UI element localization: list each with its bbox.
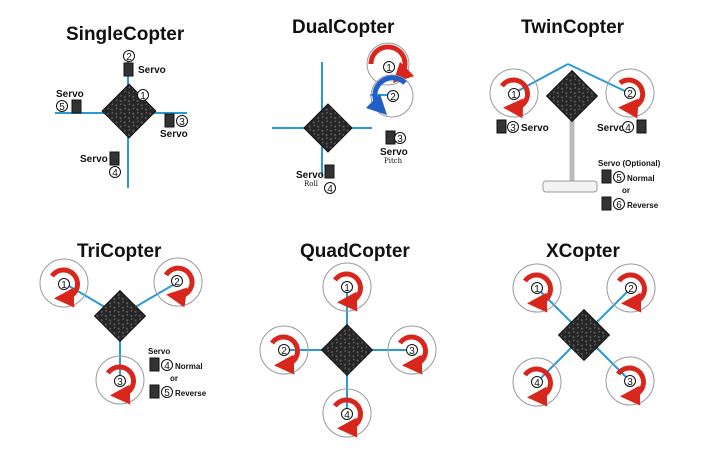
controller-board-icon xyxy=(320,323,374,377)
controller-board-icon xyxy=(545,69,599,123)
svg-text:5: 5 xyxy=(59,102,65,113)
rotor-cw-icon xyxy=(397,334,428,375)
svg-text:4: 4 xyxy=(344,410,350,421)
svg-text:1: 1 xyxy=(61,280,67,291)
rotor-cw-icon xyxy=(163,265,195,308)
frame-arms xyxy=(513,63,630,94)
rotor-cw-icon xyxy=(616,272,647,313)
svg-text:Servo: Servo xyxy=(80,154,108,165)
rotor-cw-icon xyxy=(522,366,553,407)
servo-number-badge xyxy=(123,50,135,62)
svg-text:Servo: Servo xyxy=(521,123,549,134)
svg-text:Normal: Normal xyxy=(627,174,655,183)
rotor-ccw-icon xyxy=(365,75,407,116)
rotor-cw-icon xyxy=(332,271,363,312)
svg-text:Servo (Optional): Servo (Optional) xyxy=(598,159,661,168)
panel-title: DualCopter xyxy=(292,17,395,38)
svg-text:2: 2 xyxy=(627,89,633,100)
rotor-cw-icon xyxy=(105,364,136,405)
servo-icon xyxy=(496,119,507,134)
controller-board-icon xyxy=(557,308,611,362)
svg-text:or: or xyxy=(170,374,178,383)
svg-text:Servo: Servo xyxy=(56,89,84,100)
servo-icon xyxy=(601,169,612,184)
svg-text:Normal: Normal xyxy=(175,362,203,371)
tail-fin xyxy=(542,180,598,193)
rotor-cw-icon xyxy=(368,44,415,84)
controller-board-icon xyxy=(303,103,353,153)
servo-icon xyxy=(149,384,160,399)
svg-text:1: 1 xyxy=(344,283,350,294)
servo-icon xyxy=(109,151,120,166)
rotor-cw-icon xyxy=(522,272,553,313)
svg-text:5: 5 xyxy=(616,173,622,184)
svg-text:2: 2 xyxy=(126,52,132,63)
svg-text:2: 2 xyxy=(628,284,634,295)
svg-text:Servo: Servo xyxy=(296,170,324,181)
svg-text:3: 3 xyxy=(627,377,633,388)
servo-icon xyxy=(385,130,396,145)
servo-icon xyxy=(636,119,647,134)
svg-text:Roll: Roll xyxy=(304,180,319,188)
servo-icon xyxy=(601,196,612,211)
svg-text:1: 1 xyxy=(140,91,146,102)
svg-text:4: 4 xyxy=(534,378,540,389)
svg-text:3: 3 xyxy=(409,346,415,357)
rotor-cw-icon xyxy=(499,77,530,119)
panel-dualcopter: DualCopter 1 2 3 Servo Pitch Servo Roll … xyxy=(272,17,415,195)
svg-text:1: 1 xyxy=(534,284,540,295)
svg-text:Servo: Servo xyxy=(148,347,170,356)
servo-icon xyxy=(123,62,134,77)
svg-text:Pitch: Pitch xyxy=(384,157,403,165)
servo-icon xyxy=(71,99,82,114)
rotor-cw-icon xyxy=(615,365,646,406)
panel-singlecopter: SingleCopter 2 Servo 1 Servo 5 3 Servo S… xyxy=(55,24,188,188)
servo-icon xyxy=(324,164,335,179)
svg-text:Reverse: Reverse xyxy=(627,201,659,210)
panel-xcopter: XCopter 1 2 4 3 xyxy=(512,241,656,407)
rotor-cw-icon xyxy=(332,397,363,438)
servo-icon xyxy=(164,113,175,128)
svg-text:2: 2 xyxy=(281,346,287,357)
panel-tricopter: TriCopter 1 2 3 Servo 4 Normal or 5 Reve… xyxy=(39,241,207,405)
svg-text:4: 4 xyxy=(164,361,170,372)
panel-title: TwinCopter xyxy=(521,17,625,38)
svg-text:or: or xyxy=(622,186,630,195)
svg-text:1: 1 xyxy=(511,90,517,101)
svg-text:Servo: Servo xyxy=(380,147,408,158)
panel-title: SingleCopter xyxy=(66,24,185,45)
svg-text:Reverse: Reverse xyxy=(175,389,207,398)
svg-text:3: 3 xyxy=(179,117,185,128)
svg-text:1: 1 xyxy=(386,63,392,74)
svg-text:4: 4 xyxy=(625,123,631,134)
controller-board-icon xyxy=(93,289,147,343)
svg-text:4: 4 xyxy=(327,184,333,195)
svg-text:2: 2 xyxy=(174,277,180,288)
rotor-cw-icon xyxy=(269,334,300,375)
panel-title: XCopter xyxy=(546,241,621,262)
servo-icon xyxy=(149,357,160,372)
svg-text:Servo: Servo xyxy=(160,129,188,140)
panel-title: TriCopter xyxy=(77,241,162,262)
svg-text:3: 3 xyxy=(117,377,123,388)
svg-text:2: 2 xyxy=(390,92,396,103)
svg-text:4: 4 xyxy=(112,168,118,179)
svg-text:Servo: Servo xyxy=(138,65,166,76)
panel-title: QuadCopter xyxy=(300,241,410,262)
rotor-cw-icon xyxy=(49,267,80,308)
panel-twincopter: TwinCopter 1 2 3 Servo Servo 4 Servo (Op… xyxy=(489,17,661,211)
svg-text:Servo: Servo xyxy=(597,123,625,134)
rotor-cw-icon xyxy=(618,77,646,119)
svg-text:6: 6 xyxy=(616,200,622,211)
panel-quadcopter: QuadCopter 1 2 3 4 xyxy=(259,241,437,438)
svg-text:5: 5 xyxy=(164,388,170,399)
svg-text:3: 3 xyxy=(510,123,516,134)
svg-text:3: 3 xyxy=(397,134,403,145)
